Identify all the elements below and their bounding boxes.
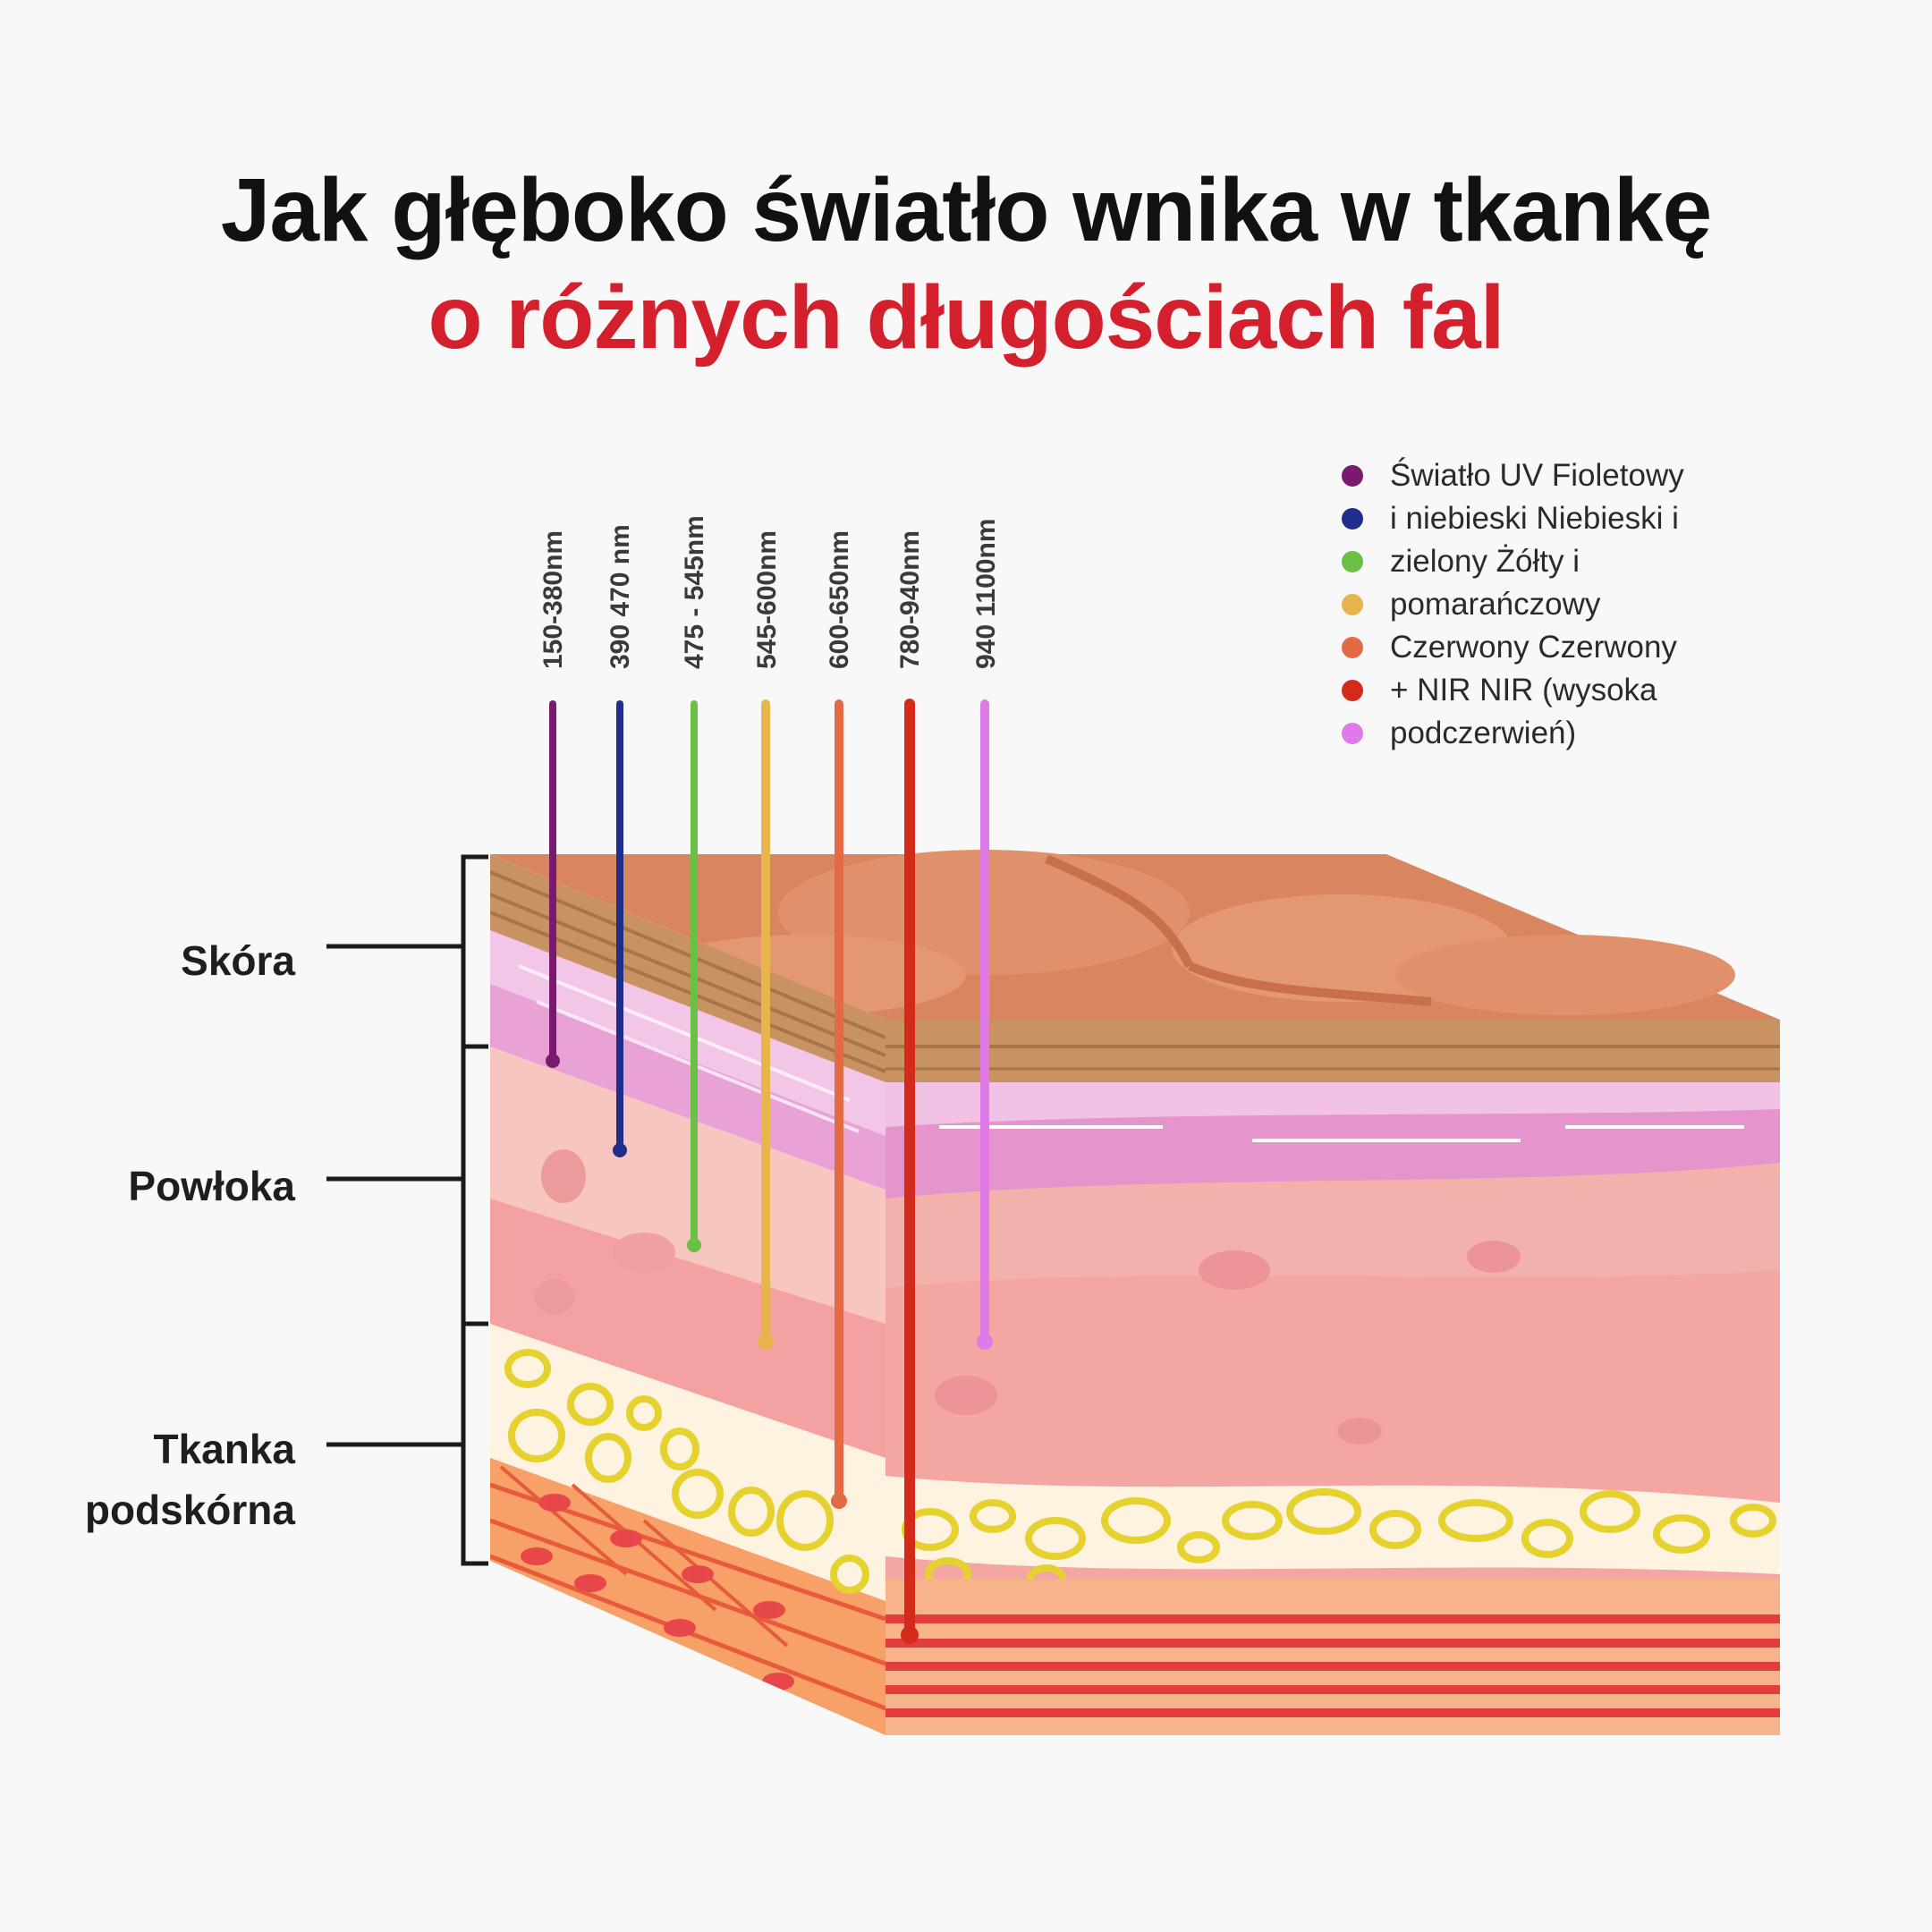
layer-label-subcutaneous-line2: podskórna [84, 1487, 295, 1533]
wavelength-label: 600-650nm [825, 530, 854, 669]
legend-label: podczerwień) [1390, 716, 1577, 750]
penetration-end-green [687, 1238, 701, 1252]
legend-label: pomarańczowy [1390, 587, 1601, 622]
page-title: Jak głęboko światło wnika w tkankę [220, 160, 1713, 260]
layer-label-subcutaneous: Tkanka podskórna [85, 1419, 295, 1540]
legend-dot [1342, 551, 1363, 572]
legend-label: + NIR NIR (wysoka [1390, 673, 1657, 708]
wavelength-label: 475 - 545nm [680, 515, 709, 669]
wavelength-label: 780-940nm [895, 530, 925, 669]
legend-item: pomarańczowy [1342, 583, 1684, 626]
wavelength-labels: 150-380nm 390 470 nm 475 - 545nm 545-600… [538, 515, 1001, 669]
legend-label: Czerwony Czerwony [1390, 630, 1677, 665]
legend-dot [1342, 508, 1363, 530]
legend-dot [1342, 594, 1363, 615]
penetration-end-blue [613, 1143, 627, 1157]
legend-item: podczerwień) [1342, 712, 1684, 755]
legend-dot [1342, 465, 1363, 487]
legend-item: i niebieski Niebieski i [1342, 497, 1684, 540]
skin-side-face [490, 854, 886, 1735]
penetration-end-nir [901, 1626, 919, 1644]
legend-label: zielony Żółty i [1390, 544, 1580, 579]
legend: Światło UV Fioletowy i niebieski Niebies… [1342, 454, 1684, 755]
legend-item: Światło UV Fioletowy [1342, 454, 1684, 497]
wavelength-label: 545-600nm [752, 530, 782, 669]
legend-item: zielony Żółty i [1342, 540, 1684, 583]
page-subtitle: o różnych długościach fal [428, 267, 1505, 368]
penetration-end-yellow [758, 1334, 774, 1350]
penetration-end-far-nir [977, 1334, 993, 1350]
legend-label: Światło UV Fioletowy [1390, 458, 1684, 493]
layer-bracket [326, 854, 488, 1566]
wavelength-label: 940 1100nm [971, 519, 1001, 669]
penetration-lines [546, 699, 993, 1644]
legend-label: i niebieski Niebieski i [1390, 501, 1679, 536]
layer-label-skin: Skóra [181, 937, 295, 984]
skin-front-face [886, 1020, 1780, 1735]
wavelength-label: 390 470 nm [606, 524, 635, 669]
legend-item: + NIR NIR (wysoka [1342, 669, 1684, 712]
legend-dot [1342, 723, 1363, 744]
penetration-end-red [831, 1493, 847, 1509]
legend-item: Czerwony Czerwony [1342, 626, 1684, 669]
penetration-end-uv [546, 1054, 560, 1068]
layer-label-subcutaneous-line1: Tkanka [153, 1426, 295, 1472]
legend-dot [1342, 680, 1363, 701]
layer-label-coating: Powłoka [128, 1163, 295, 1209]
wavelength-label: 150-380nm [538, 530, 568, 669]
legend-dot [1342, 637, 1363, 658]
